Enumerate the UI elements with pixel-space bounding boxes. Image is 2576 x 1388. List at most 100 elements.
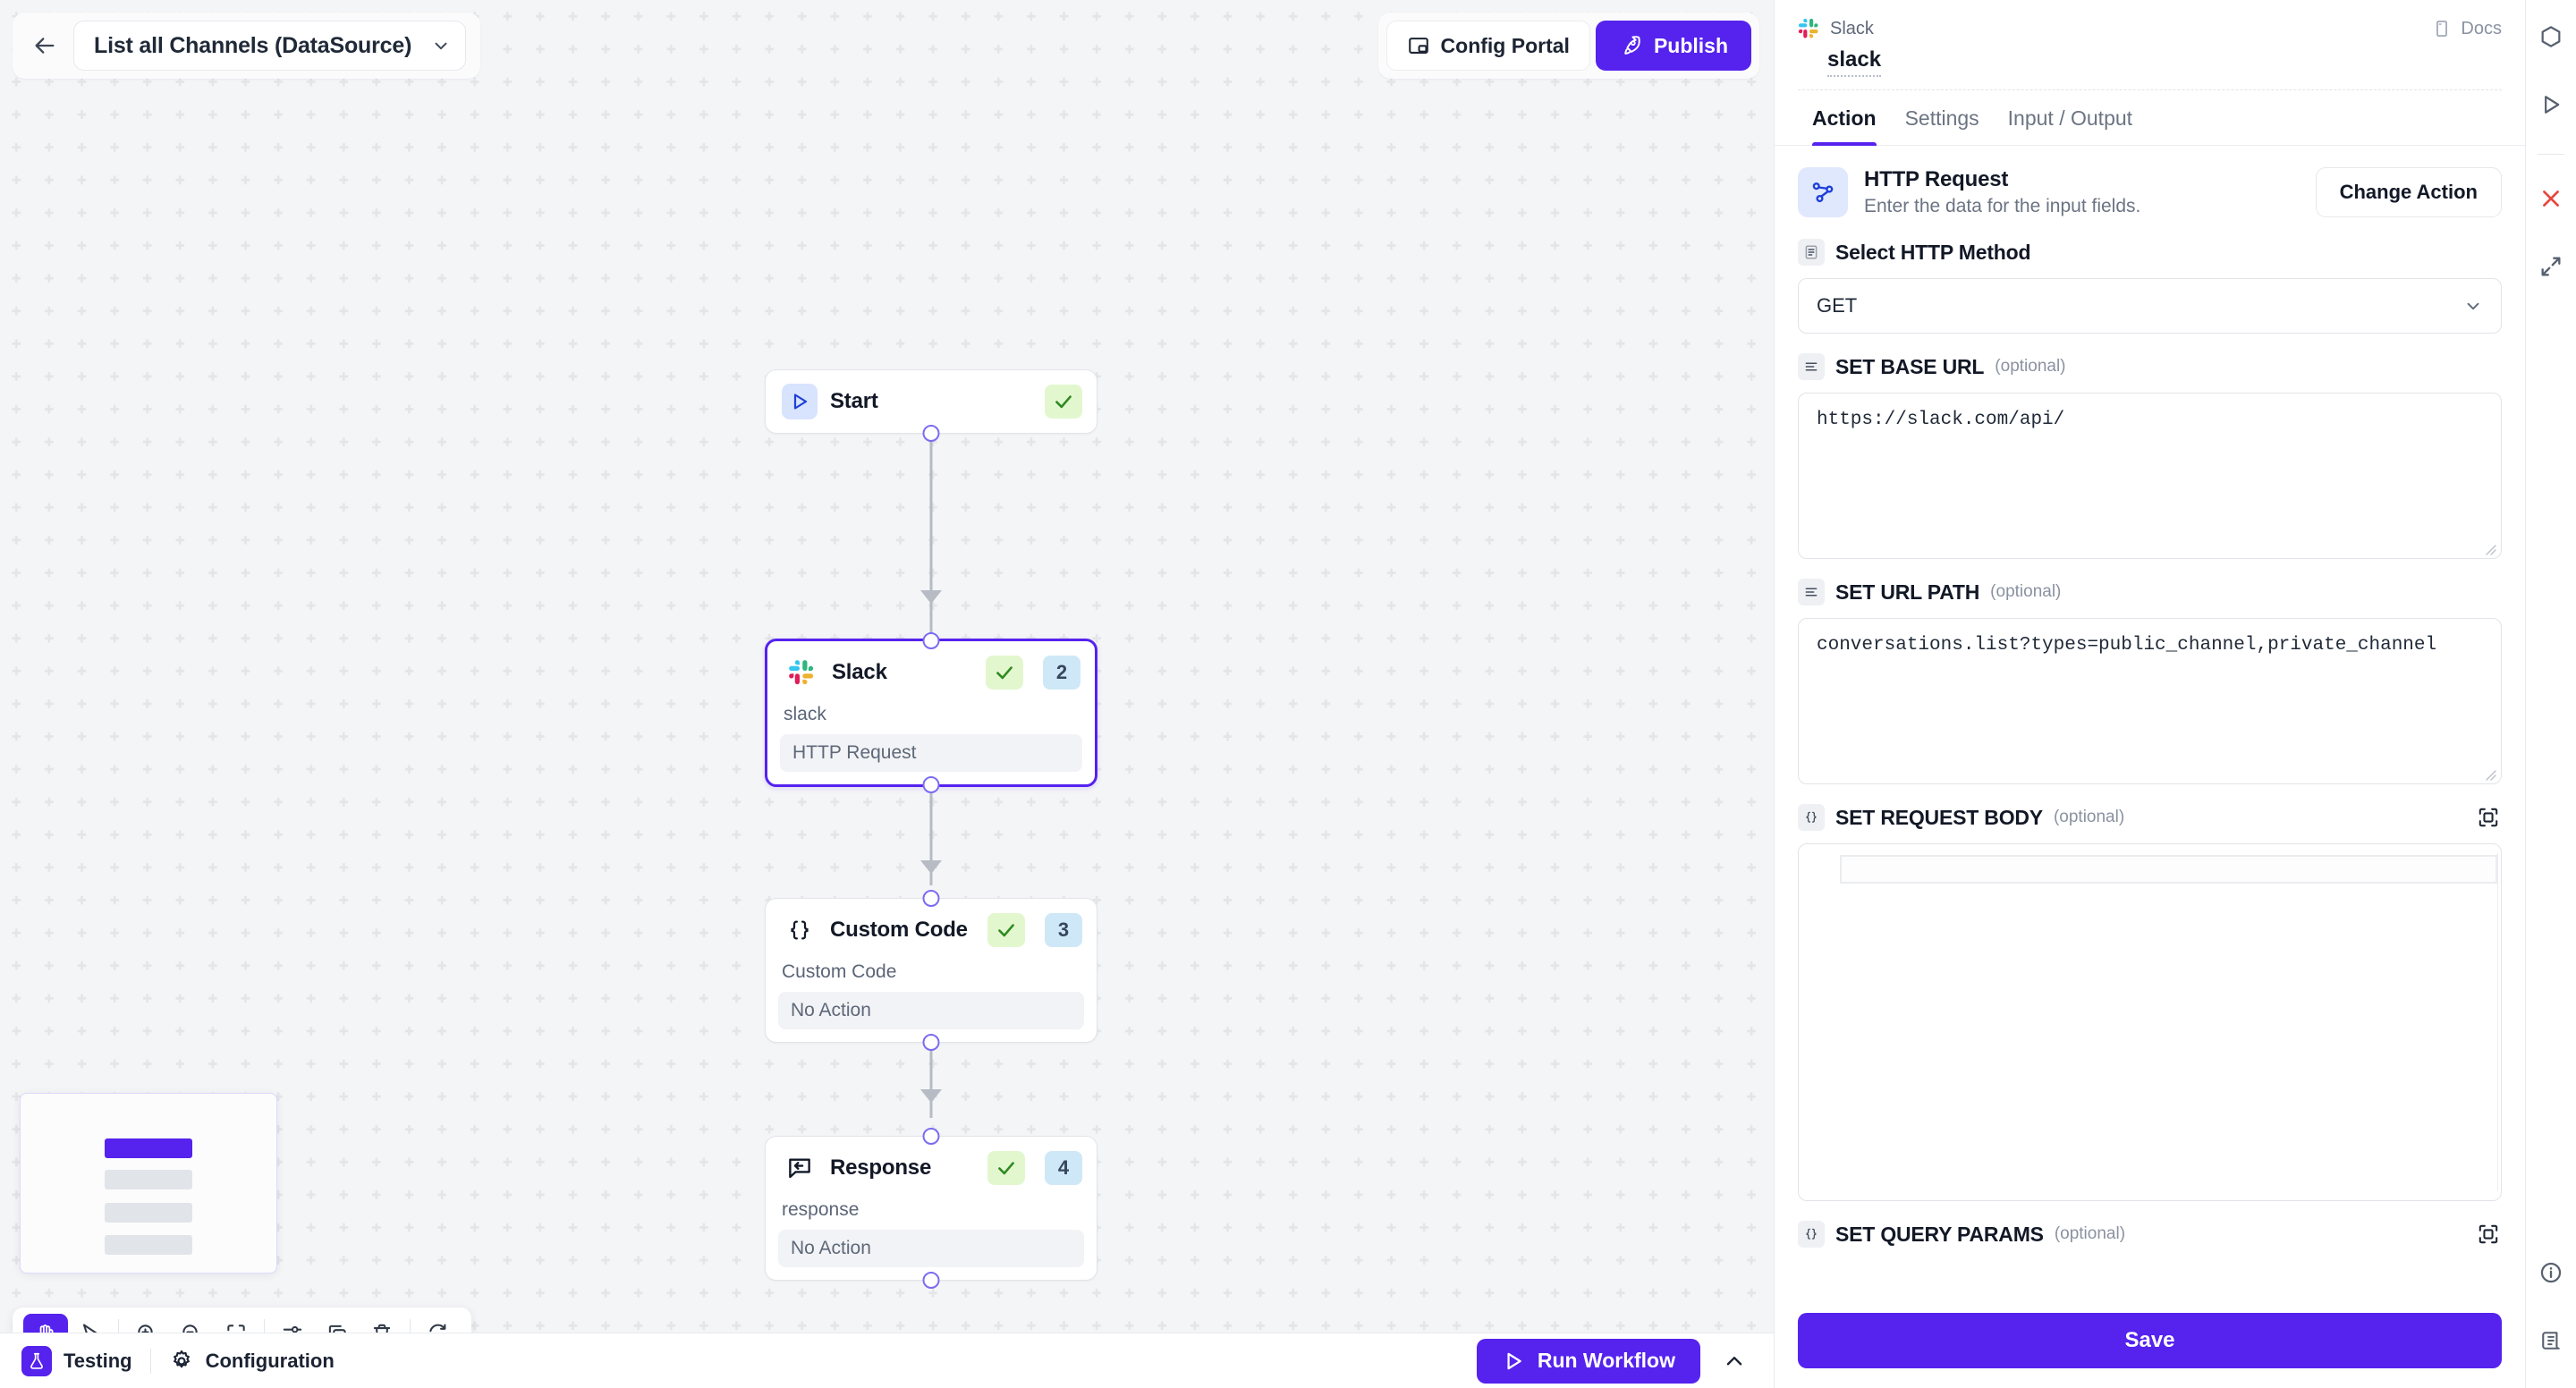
arrow-left-icon[interactable]: [27, 28, 63, 63]
node-title: Custom Code: [830, 918, 968, 942]
resize-handle-icon[interactable]: [2483, 542, 2497, 556]
right-icon-rail: [2525, 0, 2576, 1388]
configuration-label: Configuration: [205, 1349, 335, 1372]
action-name: HTTP Request: [1864, 167, 2009, 191]
url-path-value: conversations.list?types=public_channel,…: [1817, 635, 2437, 656]
panel-tabs: Action Settings Input / Output: [1775, 90, 2525, 146]
action-description: Enter the data for the input fields.: [1864, 196, 2141, 216]
panel-form: Select HTTP Method GET SET BASE URL (opt…: [1775, 239, 2525, 1300]
field-label: Select HTTP Method: [1835, 240, 2031, 264]
node-subtitle: response: [782, 1199, 860, 1220]
run-workflow-button[interactable]: Run Workflow: [1476, 1338, 1700, 1384]
curly-braces-icon: [1798, 1221, 1825, 1248]
node-status-badge: [987, 1151, 1025, 1185]
canvas-header-pill: List all Channels (DataSource): [13, 13, 481, 79]
node-port-bottom[interactable]: [922, 1272, 940, 1289]
book-icon: [2432, 19, 2452, 38]
info-circle-icon[interactable]: [2530, 1252, 2572, 1293]
node-response[interactable]: Response 4 response No Action: [765, 1128, 1097, 1289]
slack-icon: [1798, 18, 1819, 39]
field-label: SET QUERY PARAMS: [1835, 1222, 2044, 1246]
minimap-node: [105, 1203, 192, 1223]
base-url-value: https://slack.com/api/: [1817, 410, 2065, 430]
node-start[interactable]: Start: [765, 369, 1097, 442]
node-status-badge: [986, 656, 1023, 690]
field-request-body: SET REQUEST BODY (optional): [1798, 804, 2502, 1201]
field-optional: (optional): [2053, 808, 2125, 826]
field-optional: (optional): [1995, 357, 2066, 376]
workflow-name: List all Channels (DataSource): [94, 32, 412, 58]
http-method-select[interactable]: GET: [1798, 278, 2502, 334]
chevron-down-icon: [2463, 296, 2483, 316]
field-url-path: SET URL PATH (optional) conversations.li…: [1798, 579, 2502, 784]
editor-active-line: [1840, 855, 2497, 884]
testing-label: Testing: [64, 1349, 132, 1372]
edge-start-to-slack: [929, 434, 933, 639]
rail-divider: [2538, 154, 2564, 155]
field-label: SET BASE URL: [1835, 354, 1985, 378]
url-path-textarea[interactable]: conversations.list?types=public_channel,…: [1798, 618, 2502, 784]
node-slack[interactable]: Slack 2 slack HTTP Request: [765, 632, 1097, 793]
close-x-icon[interactable]: [2530, 178, 2572, 219]
tab-action[interactable]: Action: [1798, 90, 1891, 146]
resize-handle-icon[interactable]: [2483, 767, 2497, 782]
node-status-badge: [987, 913, 1025, 947]
tab-settings[interactable]: Settings: [1904, 106, 1979, 130]
expand-box-icon[interactable]: [2475, 804, 2502, 831]
node-port-top[interactable]: [922, 1128, 940, 1145]
workflow-canvas[interactable]: Start: [0, 0, 1774, 1388]
rocket-icon: [1619, 34, 1642, 57]
chevron-up-icon[interactable]: [1716, 1343, 1752, 1379]
panel-brand: Slack: [1798, 18, 1874, 39]
hexagon-icon[interactable]: [2530, 16, 2572, 57]
canvas-minimap[interactable]: [20, 1093, 277, 1274]
node-port-top[interactable]: [922, 632, 940, 649]
node-title: Start: [830, 389, 878, 413]
publish-label: Publish: [1653, 33, 1728, 57]
editor-gutter: [2497, 853, 2498, 1191]
workflow-select[interactable]: List all Channels (DataSource): [73, 21, 467, 71]
node-custom-code[interactable]: Custom Code 3 Custom Code No Action: [765, 890, 1097, 1051]
config-portal-button[interactable]: Config Portal: [1385, 21, 1590, 71]
node-action-field[interactable]: No Action: [778, 1230, 1084, 1267]
field-optional: (optional): [1990, 582, 2062, 601]
fit-view-icon[interactable]: [214, 1314, 258, 1353]
panel-divider: [1798, 89, 2502, 90]
logs-scroll-icon[interactable]: [2530, 1320, 2572, 1361]
testing-button[interactable]: Testing: [21, 1345, 132, 1376]
lines-icon: [1798, 353, 1825, 380]
node-action-field[interactable]: HTTP Request: [780, 734, 1082, 772]
curly-braces-icon: [782, 912, 818, 948]
node-order-badge: 3: [1045, 913, 1082, 947]
node-action-field[interactable]: No Action: [778, 992, 1084, 1029]
minimap-node: [105, 1138, 192, 1158]
http-request-icon: [1798, 167, 1848, 217]
publish-button[interactable]: Publish: [1595, 21, 1751, 71]
lines-icon: [1798, 579, 1825, 605]
base-url-textarea[interactable]: https://slack.com/api/: [1798, 393, 2502, 559]
node-order-badge: 4: [1045, 1151, 1082, 1185]
play-icon[interactable]: [2530, 84, 2572, 125]
run-workflow-label: Run Workflow: [1537, 1349, 1675, 1372]
node-port-top[interactable]: [922, 890, 940, 907]
docs-button[interactable]: Docs: [2432, 19, 2502, 39]
node-port-bottom[interactable]: [922, 776, 940, 793]
field-http-method: Select HTTP Method GET: [1798, 239, 2502, 334]
field-base-url: SET BASE URL (optional) https://slack.co…: [1798, 353, 2502, 559]
save-button[interactable]: Save: [1798, 1313, 2502, 1368]
change-action-button[interactable]: Change Action: [2315, 167, 2502, 217]
curly-braces-icon: [1798, 804, 1825, 831]
expand-box-icon[interactable]: [2475, 1221, 2502, 1248]
node-port-bottom[interactable]: [922, 1034, 940, 1051]
configuration-button[interactable]: Configuration: [169, 1349, 335, 1374]
node-port-bottom[interactable]: [922, 425, 940, 442]
tab-input-output[interactable]: Input / Output: [2007, 106, 2133, 130]
node-title: Response: [830, 1155, 932, 1180]
expand-diagonal-icon[interactable]: [2530, 246, 2572, 287]
action-summary-card: HTTP Request Enter the data for the inpu…: [1775, 146, 2525, 239]
request-body-editor[interactable]: [1798, 843, 2502, 1201]
panel-node-title[interactable]: slack: [1827, 47, 1882, 77]
edge-slack-to-customcode: [929, 760, 933, 885]
canvas-bottom-bar: Testing Configuration Run Workflow: [0, 1333, 1774, 1388]
panel-footer: Save: [1775, 1300, 2525, 1388]
